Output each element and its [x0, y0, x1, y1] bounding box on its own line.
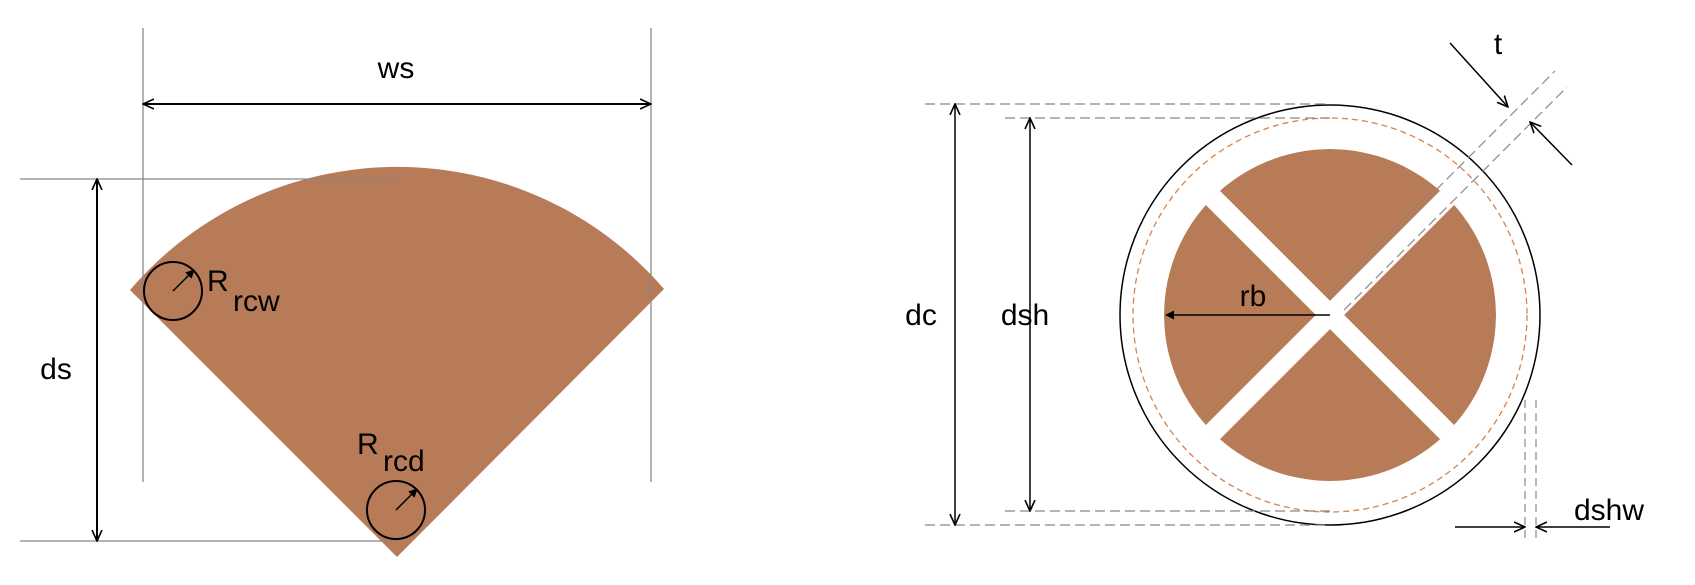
cable-outer-circle — [1119, 104, 1541, 526]
rb-label: rb — [1240, 280, 1267, 313]
rcd-radius-circle — [366, 480, 426, 540]
rcw-radius-circle — [143, 261, 203, 321]
rcd-subscript: rcd — [383, 445, 425, 478]
sector-conductor-view: ws ds R rcw R rcd — [20, 28, 664, 558]
rcw-label: R — [207, 265, 229, 298]
dshw-label: dshw — [1574, 494, 1644, 527]
rcd-label: R — [357, 428, 379, 461]
ws-label: ws — [377, 52, 415, 85]
dsh-label: dsh — [1001, 299, 1049, 332]
t-arrow-inner — [1530, 122, 1573, 166]
rcd-radius-arrow — [395, 488, 418, 511]
sector-conductor-shape — [130, 166, 664, 558]
ds-label: ds — [40, 353, 72, 386]
segmented-conductor-view: dc dsh rb t dshw — [905, 28, 1644, 540]
t-label: t — [1494, 28, 1503, 61]
t-dashed-guide-1 — [1329, 70, 1556, 297]
t-arrow-outer — [1449, 42, 1508, 107]
dc-label: dc — [905, 299, 937, 332]
rcw-subscript: rcw — [233, 285, 280, 318]
shield-dashed-circle — [1132, 117, 1528, 513]
rcw-radius-arrow — [172, 269, 195, 292]
